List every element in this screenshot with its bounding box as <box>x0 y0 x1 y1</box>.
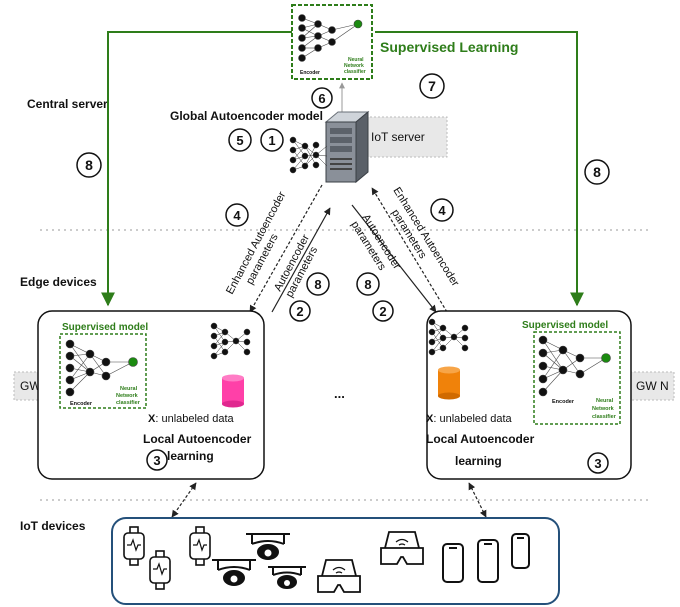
svg-text:classifier: classifier <box>116 400 141 406</box>
layer-label-edge: Edge devices <box>20 275 97 289</box>
svg-text:4: 4 <box>438 203 446 218</box>
global-model-title: Global Autoencoder model <box>170 109 323 123</box>
local-autoencoder-network-right-icon <box>428 318 469 356</box>
encoder-network-icon <box>538 335 611 397</box>
step-2-right: 2 <box>372 300 394 322</box>
step-1: 1 <box>260 128 284 152</box>
vr-glasses-icon <box>317 559 361 593</box>
step-2-left: 2 <box>289 300 311 322</box>
gateway-right-label: GW N <box>636 379 669 393</box>
local-learning-right-line2: learning <box>455 454 502 468</box>
local-autoencoder-network-left-icon <box>210 322 251 360</box>
step-3-right: 3 <box>587 452 609 474</box>
smartphone-icon <box>511 533 530 569</box>
svg-text:Network: Network <box>592 406 615 412</box>
svg-text:Neural: Neural <box>120 386 138 392</box>
smartphone-icon <box>442 543 464 583</box>
svg-text:8: 8 <box>314 277 321 292</box>
svg-text:Encoder: Encoder <box>70 401 93 407</box>
classifier-label-1: Neural <box>348 57 364 63</box>
step-4-left: 4 <box>225 203 249 227</box>
vr-glasses-icon <box>380 531 424 565</box>
step-4-right: 4 <box>430 198 454 222</box>
local-learning-left-line2: learning <box>167 449 214 463</box>
smartwatch-icon <box>123 526 145 566</box>
step-8-left-link: 8 <box>306 272 330 296</box>
supervised-model-left: Supervised model Encoder Neural Network … <box>59 322 148 409</box>
ae-params-arrow-left <box>271 207 331 313</box>
local-learning-right-line1: Local Autoencoder <box>426 432 535 446</box>
svg-text:1: 1 <box>268 133 275 148</box>
svg-text:Supervised model: Supervised model <box>62 322 148 333</box>
global-autoencoder-network-icon <box>289 136 328 174</box>
step-8-right-server: 8 <box>584 159 610 185</box>
iot-link-left <box>171 482 197 518</box>
step-5: 5 <box>228 128 252 152</box>
step-6: 6 <box>311 87 333 109</box>
svg-text:Supervised model: Supervised model <box>522 320 608 331</box>
supervised-model-right: Supervised model Encoder Neural Network … <box>522 320 621 425</box>
svg-text:3: 3 <box>153 453 160 468</box>
svg-text:5: 5 <box>236 133 243 148</box>
svg-text:8: 8 <box>364 277 371 292</box>
local-learning-left-line1: Local Autoencoder <box>143 432 252 446</box>
server-tower-icon <box>324 110 370 184</box>
ae-params-arrow-right <box>351 204 437 313</box>
classifier-label-3: classifier <box>344 69 366 75</box>
gateway-ellipsis: ... <box>334 386 345 401</box>
svg-text:2: 2 <box>296 304 303 319</box>
iot-server-label-box <box>361 116 448 158</box>
encoder-network-icon <box>65 339 138 397</box>
step-8-right-link: 8 <box>356 272 380 296</box>
database-cylinder-icon <box>438 366 460 400</box>
drone-icon <box>212 559 256 586</box>
step-3-left: 3 <box>146 449 168 471</box>
svg-text:8: 8 <box>85 157 93 173</box>
svg-text:8: 8 <box>593 164 601 180</box>
svg-text:7: 7 <box>428 78 436 94</box>
step-7: 7 <box>419 73 445 99</box>
encoder-label: Encoder <box>300 70 320 76</box>
unlabeled-data-left: X: unlabeled data <box>148 413 235 425</box>
drone-icon <box>246 533 290 560</box>
smartwatch-icon <box>189 526 211 566</box>
supervised-learning-title: Supervised Learning <box>380 39 518 55</box>
drone-icon <box>268 566 306 589</box>
smartphone-icon <box>477 539 499 583</box>
svg-text:3: 3 <box>594 456 601 471</box>
enhanced-params-arrow-right <box>371 187 448 313</box>
iot-server-label: IoT server <box>371 130 425 144</box>
encoder-network-icon <box>298 14 363 62</box>
smartwatch-icon <box>149 550 171 590</box>
step-8-left-server: 8 <box>76 152 102 178</box>
classifier-label-2: Network <box>344 63 364 69</box>
global-supervised-model: Encoder Neural Network classifier <box>291 4 373 80</box>
unlabeled-data-right: X: unlabeled data <box>426 413 513 425</box>
iot-link-right <box>468 482 487 518</box>
svg-text:Encoder: Encoder <box>552 399 575 405</box>
database-cylinder-icon <box>222 374 244 408</box>
svg-text:classifier: classifier <box>592 414 617 420</box>
svg-text:Network: Network <box>116 393 139 399</box>
layer-label-central: Central server <box>27 97 108 111</box>
svg-text:Neural: Neural <box>596 398 614 404</box>
supervised-arrow-right <box>375 31 584 307</box>
enhanced-params-arrow-left <box>249 184 323 313</box>
svg-text:4: 4 <box>233 208 241 223</box>
svg-text:6: 6 <box>318 91 325 106</box>
supervised-arrow-left <box>101 31 292 307</box>
layer-label-iot: IoT devices <box>20 519 86 533</box>
svg-text:2: 2 <box>379 304 386 319</box>
